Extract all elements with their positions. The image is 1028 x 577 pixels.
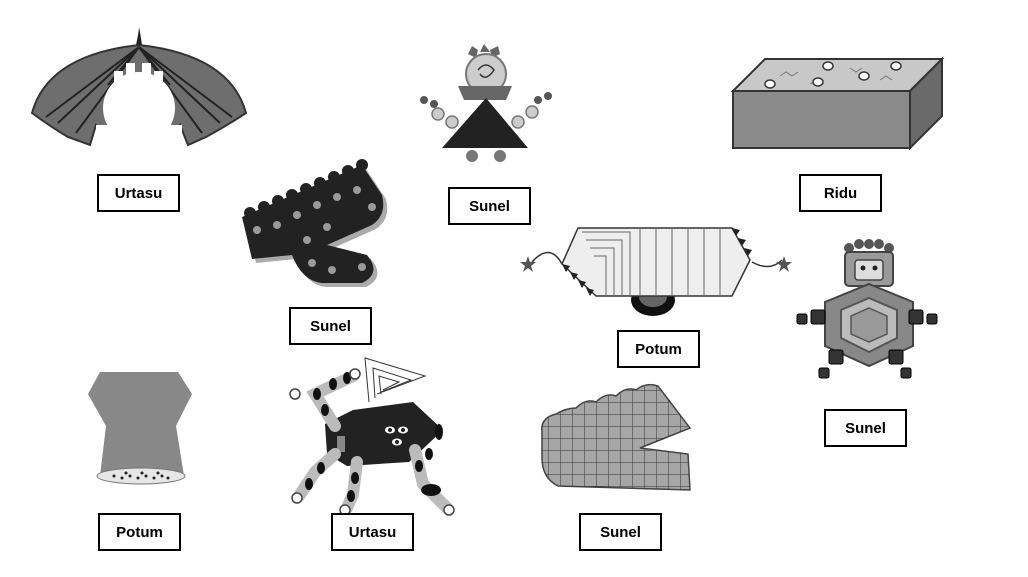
label-potum-wagon: Potum (617, 330, 700, 368)
wagon-creature-figure (520, 227, 792, 316)
box-creature-figure (730, 56, 945, 151)
label-urtasu-legged: Urtasu (331, 513, 414, 551)
label-sunel-grid: Sunel (579, 513, 662, 551)
triangle-robot-figure (420, 44, 552, 162)
dome-creature-figure (30, 27, 248, 147)
grid-jaw-figure (541, 383, 692, 491)
label-sunel-triangle: Sunel (448, 187, 531, 225)
comb-creature-figure (242, 159, 388, 287)
label-ridu-box: Ridu (799, 174, 882, 212)
label-urtasu-dome: Urtasu (97, 174, 180, 212)
label-sunel-hexagon: Sunel (824, 409, 907, 447)
label-potum-vase: Potum (98, 513, 181, 551)
label-sunel-comb: Sunel (289, 307, 372, 345)
legged-creature-figure (289, 357, 455, 516)
vase-creature-figure (88, 372, 192, 485)
hexagon-robot-figure (796, 239, 938, 379)
